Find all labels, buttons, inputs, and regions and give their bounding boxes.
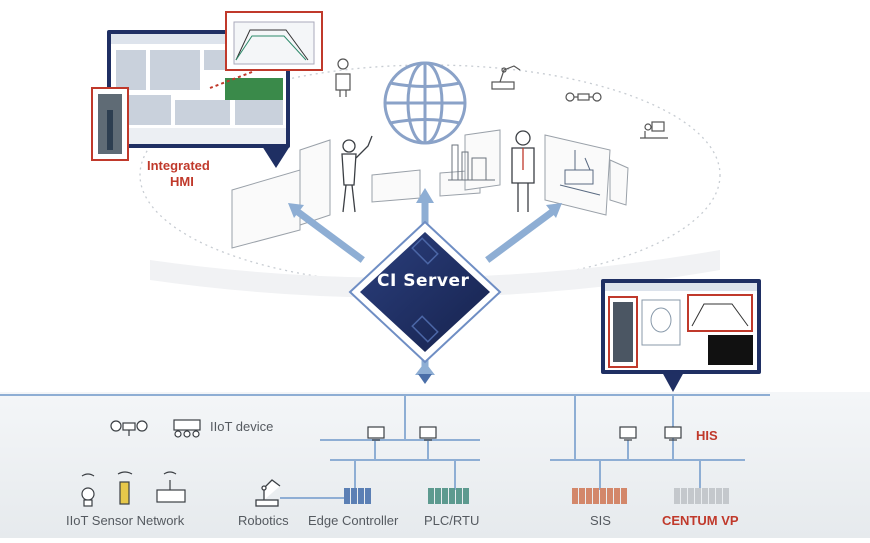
hmi-zoom-link [209, 71, 253, 89]
integrated-hmi-label-line2: HMI [170, 174, 194, 189]
robot-arm-icon [491, 65, 521, 90]
arrow-heads [288, 188, 562, 384]
robotics-label: Robotics [238, 513, 289, 528]
desk-operator-icon [640, 121, 668, 139]
globe-icon [383, 61, 467, 145]
edge-controller-rack [344, 488, 371, 504]
iiot-drone-icon [110, 420, 148, 436]
worker-icon [335, 58, 351, 97]
his-trend-inset [687, 294, 753, 332]
centum-vp-rack [674, 488, 729, 504]
iiot-sensor-network-label: IIoT Sensor Network [66, 513, 185, 528]
ci-server-label: CI Server [377, 271, 470, 291]
offshore-sketch [559, 150, 601, 196]
sis-label: SIS [590, 513, 611, 528]
integrated-hmi-label-line1: Integrated [147, 158, 210, 173]
hmi-trend-inset [225, 11, 323, 71]
room-floor [150, 250, 720, 298]
ar-user-figure [341, 135, 373, 213]
floor-background [0, 392, 870, 538]
his-label: HIS [696, 428, 718, 443]
network-bus [0, 394, 770, 499]
drone-icon [565, 92, 602, 102]
his-callout-pointer [662, 372, 684, 392]
edge-controller-label: Edge Controller [308, 513, 399, 528]
hmi-faceplate-inset [91, 87, 129, 161]
ci-server-node[interactable] [348, 220, 502, 364]
plc-rtu-label: PLC/RTU [424, 513, 480, 528]
iiot-sensor-icons [81, 471, 186, 507]
engineer-figure [511, 130, 535, 212]
workstation-icons [367, 426, 682, 441]
his-faceplate-inset [608, 296, 638, 368]
plc-rtu-rack [428, 488, 469, 504]
hmi-callout-pointer [262, 146, 290, 168]
factory-sketch [448, 144, 495, 181]
sis-rack [572, 488, 627, 504]
robotics-arm-icon [255, 479, 281, 507]
centum-vp-label: CENTUM VP [662, 513, 739, 528]
iiot-vehicle-icon [173, 419, 201, 438]
iiot-device-label: IIoT device [210, 419, 274, 434]
